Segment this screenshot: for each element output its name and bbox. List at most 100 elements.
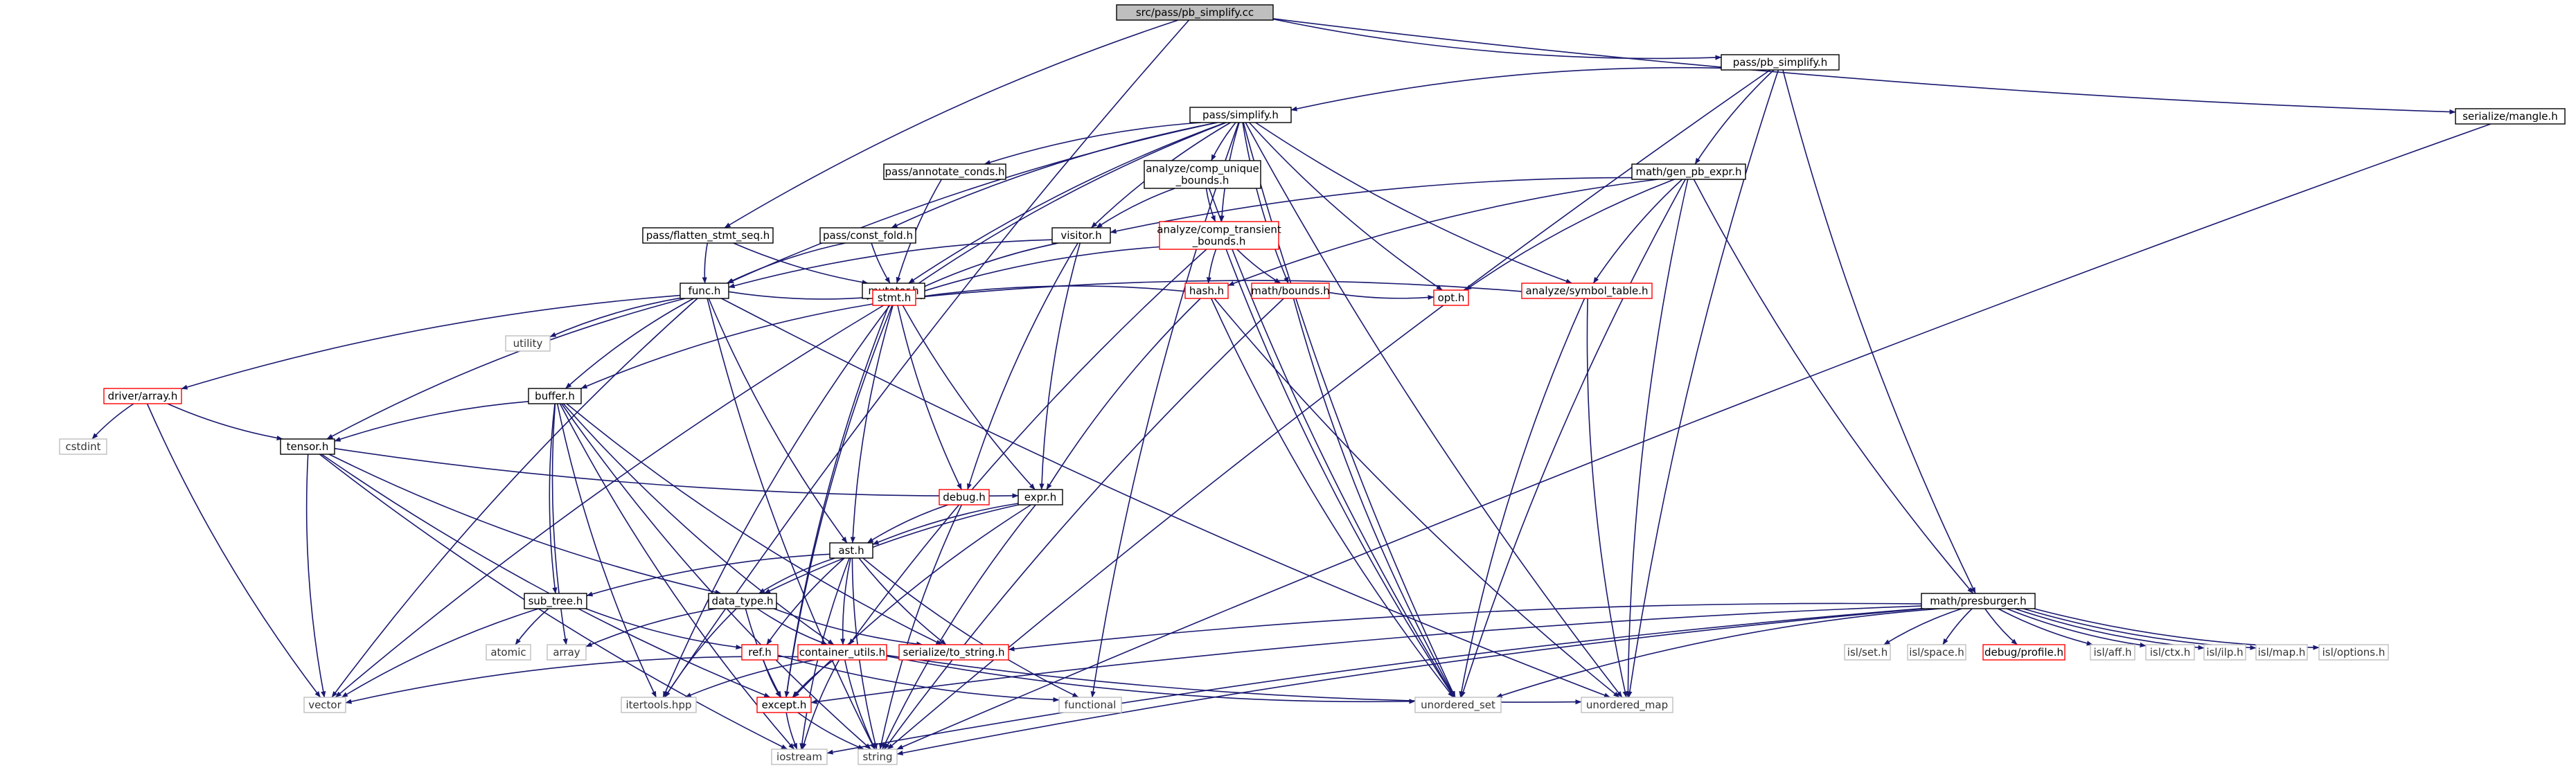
node-box <box>898 644 1009 661</box>
node-box <box>797 644 887 661</box>
node-bounds[interactable]: math/bounds.h <box>1251 283 1330 299</box>
node-except[interactable]: except.h <box>756 697 812 713</box>
node-tostring[interactable]: serialize/to_string.h <box>898 644 1009 661</box>
node-label: ref.h <box>748 646 772 659</box>
edge-expr-to-ast <box>872 503 1019 546</box>
node-label: array <box>553 646 580 659</box>
node-label: unordered_set <box>1421 699 1495 712</box>
node-tensor[interactable]: tensor.h <box>280 438 335 455</box>
edge-gen_pb-to-unordered_map <box>1625 179 1689 698</box>
node-islaff[interactable]: isl/aff.h <box>2090 644 2135 661</box>
edge-driverarray-to-cstdint <box>91 403 134 440</box>
edge-visitor-to-stmt <box>915 242 1059 292</box>
node-label: math/presburger.h <box>1930 595 2026 607</box>
node-isloptions[interactable]: isl/options.h <box>2318 644 2389 661</box>
edge-comptrans-to-unordered_set <box>1225 249 1455 698</box>
node-ref[interactable]: ref.h <box>741 644 779 661</box>
node-label: pass/pb_simplify.h <box>1733 56 1827 69</box>
node-buffer[interactable]: buffer.h <box>528 388 582 404</box>
node-container[interactable]: container_utils.h <box>797 644 887 661</box>
node-compunique[interactable]: analyze/comp_unique_bounds.h <box>1144 160 1261 189</box>
node-src[interactable]: src/pass/pb_simplify.cc <box>1116 4 1274 21</box>
node-islctx[interactable]: isl/ctx.h <box>2145 644 2195 661</box>
node-hash[interactable]: hash.h <box>1184 283 1229 299</box>
node-label: driver/array.h <box>108 390 178 402</box>
edge-presburger-to-string <box>896 608 1925 755</box>
node-gen_pb[interactable]: math/gen_pb_expr.h <box>1631 163 1746 180</box>
node-datatype[interactable]: data_type.h <box>708 593 777 609</box>
node-annotate[interactable]: pass/annotate_conds.h <box>883 163 1006 180</box>
node-utility[interactable]: utility <box>505 335 551 352</box>
edge-constfold-to-func <box>727 242 846 284</box>
edge-func-to-buffer <box>565 298 694 389</box>
node-stmt[interactable]: stmt.h <box>872 289 916 306</box>
node-box <box>2203 644 2246 661</box>
node-pbsimh[interactable]: pass/pb_simplify.h <box>1721 54 1840 71</box>
node-box <box>1907 644 1966 661</box>
node-iostream[interactable]: iostream <box>771 749 828 765</box>
node-subtree[interactable]: sub_tree.h <box>524 593 587 609</box>
node-debug[interactable]: debug.h <box>939 489 990 505</box>
node-box <box>1414 697 1502 713</box>
node-label: src/pass/pb_simplify.cc <box>1136 6 1254 19</box>
node-constfold[interactable]: pass/const_fold.h <box>819 227 916 244</box>
node-box <box>2455 108 2566 125</box>
node-symtab[interactable]: analyze/symbol_table.h <box>1521 283 1653 299</box>
node-label: isl/aff.h <box>2093 646 2131 659</box>
node-label: analyze/comp_transient <box>1157 224 1281 237</box>
edge-compunique-to-unordered_set <box>1208 188 1455 698</box>
node-array[interactable]: array <box>547 644 587 661</box>
node-islset[interactable]: isl/set.h <box>1844 644 1891 661</box>
node-flatten[interactable]: pass/flatten_stmt_seq.h <box>642 227 774 244</box>
node-label: _bounds.h <box>1175 174 1229 188</box>
edge-simplify-to-compunique <box>1211 122 1236 161</box>
node-ast[interactable]: ast.h <box>829 542 873 559</box>
edge-func-to-tensor <box>326 298 686 440</box>
node-label: atomic <box>490 646 526 659</box>
node-visitor[interactable]: visitor.h <box>1051 227 1111 244</box>
edge-container-to-vector <box>345 656 799 704</box>
node-opt[interactable]: opt.h <box>1433 289 1469 306</box>
edge-func-to-vector <box>331 298 698 698</box>
node-mangle[interactable]: serialize/mangle.h <box>2455 108 2566 125</box>
node-simplify[interactable]: pass/simplify.h <box>1189 107 1292 123</box>
edge-stmt-to-buffer <box>580 303 873 389</box>
node-label: pass/const_fold.h <box>823 229 913 242</box>
node-expr[interactable]: expr.h <box>1018 489 1063 505</box>
node-label: except.h <box>762 699 807 711</box>
edge-datatype-to-array <box>585 608 717 647</box>
node-islilp[interactable]: isl/ilp.h <box>2203 644 2246 661</box>
edge-mutator-to-debug <box>896 298 962 490</box>
node-functional[interactable]: functional <box>1058 697 1122 713</box>
node-comptrans[interactable]: analyze/comp_transient_bounds.h <box>1157 221 1281 250</box>
node-label: buffer.h <box>535 390 575 402</box>
node-itertools[interactable]: itertools.hpp <box>621 697 697 713</box>
node-label: serialize/mangle.h <box>2462 110 2558 123</box>
node-vector[interactable]: vector <box>303 697 346 713</box>
edge-presburger-to-tostring <box>1008 602 1922 652</box>
node-label: pass/flatten_stmt_seq.h <box>646 229 770 242</box>
node-string[interactable]: string <box>858 749 898 765</box>
node-unordered_set[interactable]: unordered_set <box>1414 697 1502 713</box>
edge-presburger-to-islaff <box>1998 608 2093 646</box>
edge-tensor-to-datatype <box>328 454 722 595</box>
edge-func-to-stmt <box>728 291 873 301</box>
node-islmap[interactable]: isl/map.h <box>2255 644 2308 661</box>
edge-bounds-to-unordered_set <box>1293 298 1456 698</box>
node-driverarray[interactable]: driver/array.h <box>103 388 182 404</box>
node-cstdint[interactable]: cstdint <box>59 438 107 455</box>
node-func[interactable]: func.h <box>679 283 729 299</box>
edge-simplify-to-stmt <box>908 122 1227 291</box>
edge-subtree-to-ref <box>585 608 743 650</box>
node-label: vector <box>308 699 341 711</box>
node-presburger[interactable]: math/presburger.h <box>1921 593 2036 609</box>
node-label: ast.h <box>838 544 864 557</box>
edge-ast-to-container <box>840 557 851 645</box>
node-islspace[interactable]: isl/space.h <box>1907 644 1966 661</box>
node-unordered_map[interactable]: unordered_map <box>1581 697 1673 713</box>
node-box <box>1051 227 1111 244</box>
node-atomic[interactable]: atomic <box>486 644 531 661</box>
node-profile[interactable]: debug/profile.h <box>1982 644 2066 661</box>
edge-hash-to-expr <box>1046 298 1201 490</box>
